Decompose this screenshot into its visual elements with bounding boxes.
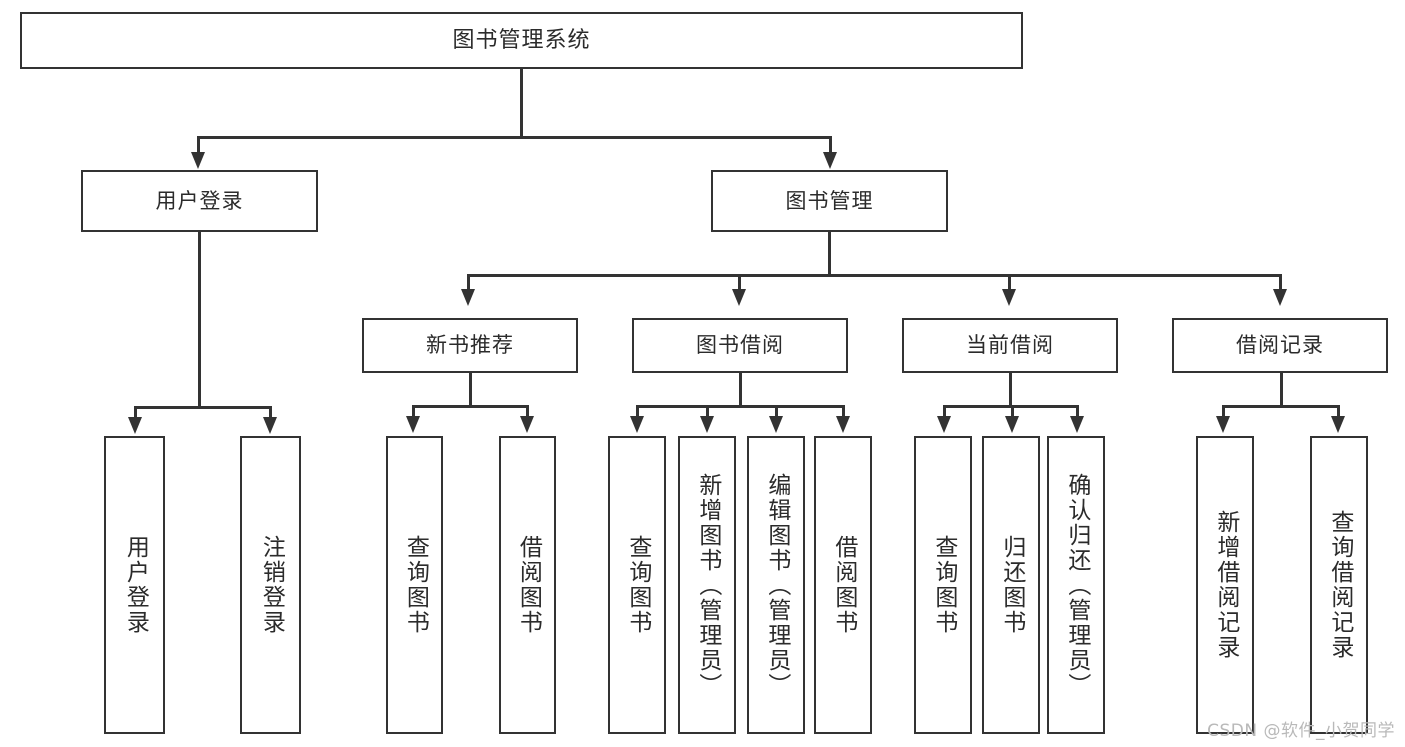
leaf-book-borrow-0[interactable]: 查询图书 — [608, 436, 666, 734]
leaf-new-book-1-label: 借阅图书 — [515, 535, 542, 635]
connector-book-manage-stem — [828, 232, 831, 276]
arrow-br-leaf-1 — [1331, 416, 1345, 433]
connector-drop-ul-leaf-1 — [269, 406, 272, 418]
leaf-book-borrow-1[interactable]: 新增图书（管理员） — [678, 436, 736, 734]
arrow-user-login — [191, 152, 205, 169]
arrow-cb-leaf-2 — [1070, 416, 1084, 433]
node-root[interactable]: 图书管理系统 — [20, 12, 1023, 69]
connector-drop-bb-leaf-2 — [775, 405, 778, 417]
connector-drop-br-leaf-0 — [1222, 405, 1225, 417]
leaf-new-book-1[interactable]: 借阅图书 — [499, 436, 556, 734]
connector-drop-cb-leaf-1 — [1011, 405, 1014, 417]
connector-drop-br-leaf-1 — [1337, 405, 1340, 417]
connector-borrow-record-bus — [1222, 405, 1339, 408]
node-book-manage-label: 图书管理 — [785, 188, 874, 213]
leaf-new-book-0[interactable]: 查询图书 — [386, 436, 443, 734]
leaf-user-login-0-label: 用户登录 — [122, 535, 149, 635]
leaf-book-borrow-3-label: 借阅图书 — [830, 535, 857, 635]
node-book-borrow-label: 图书借阅 — [696, 333, 784, 358]
leaf-book-borrow-3[interactable]: 借阅图书 — [814, 436, 872, 734]
connector-drop-nb-leaf-0 — [412, 405, 415, 417]
connector-level2-bus — [197, 136, 831, 139]
connector-book-borrow-stem — [739, 373, 742, 407]
connector-drop-borrow-record — [1279, 274, 1282, 290]
leaf-current-borrow-2-label: 确认归还（管理员） — [1063, 472, 1090, 698]
leaf-borrow-record-1-label: 查询借阅记录 — [1326, 510, 1353, 660]
connector-drop-current-borrow — [1008, 274, 1011, 290]
node-borrow-record-label: 借阅记录 — [1236, 333, 1324, 358]
connector-drop-bb-leaf-3 — [842, 405, 845, 417]
connector-drop-nb-leaf-1 — [526, 405, 529, 417]
connector-root-stem — [520, 69, 523, 137]
connector-current-borrow-bus — [943, 405, 1077, 408]
arrow-nb-leaf-1 — [520, 416, 534, 433]
connector-drop-bb-leaf-0 — [636, 405, 639, 417]
connector-new-book-bus — [412, 405, 528, 408]
connector-drop-cb-leaf-2 — [1076, 405, 1079, 417]
leaf-current-borrow-0-label: 查询图书 — [930, 535, 957, 635]
leaf-current-borrow-2[interactable]: 确认归还（管理员） — [1047, 436, 1105, 734]
arrow-nb-leaf-0 — [406, 416, 420, 433]
node-new-book-label: 新书推荐 — [426, 333, 514, 358]
node-book-manage[interactable]: 图书管理 — [711, 170, 948, 232]
connector-book-borrow-bus — [636, 405, 844, 408]
arrow-ul-leaf-0 — [128, 417, 142, 434]
arrow-bb-leaf-1 — [700, 416, 714, 433]
connector-drop-new-book — [467, 274, 470, 290]
leaf-book-borrow-1-label: 新增图书（管理员） — [694, 472, 721, 698]
connector-borrow-record-stem — [1280, 373, 1283, 407]
node-root-label: 图书管理系统 — [452, 27, 591, 53]
leaf-book-borrow-0-label: 查询图书 — [624, 535, 651, 635]
connector-drop-book-manage — [829, 136, 832, 154]
node-current-borrow-label: 当前借阅 — [966, 333, 1054, 358]
connector-user-login-bus — [134, 406, 271, 409]
arrow-bb-leaf-0 — [630, 416, 644, 433]
leaf-borrow-record-0[interactable]: 新增借阅记录 — [1196, 436, 1254, 734]
arrow-bb-leaf-2 — [769, 416, 783, 433]
leaf-current-borrow-1-label: 归还图书 — [998, 535, 1025, 635]
connector-new-book-stem — [469, 373, 472, 407]
arrow-current-borrow — [1002, 289, 1016, 306]
node-borrow-record[interactable]: 借阅记录 — [1172, 318, 1388, 373]
node-current-borrow[interactable]: 当前借阅 — [902, 318, 1118, 373]
connector-current-borrow-stem — [1009, 373, 1012, 407]
arrow-br-leaf-0 — [1216, 416, 1230, 433]
leaf-current-borrow-0[interactable]: 查询图书 — [914, 436, 972, 734]
leaf-user-login-0[interactable]: 用户登录 — [104, 436, 165, 734]
arrow-new-book — [461, 289, 475, 306]
leaf-new-book-0-label: 查询图书 — [402, 535, 429, 635]
connector-user-login-stem — [198, 232, 201, 408]
node-user-login[interactable]: 用户登录 — [81, 170, 318, 232]
arrow-cb-leaf-1 — [1005, 416, 1019, 433]
node-new-book[interactable]: 新书推荐 — [362, 318, 578, 373]
connector-drop-ul-leaf-0 — [134, 406, 137, 418]
leaf-borrow-record-1[interactable]: 查询借阅记录 — [1310, 436, 1368, 734]
connector-drop-user-login — [197, 136, 200, 154]
arrow-cb-leaf-0 — [937, 416, 951, 433]
node-book-borrow[interactable]: 图书借阅 — [632, 318, 848, 373]
arrow-bb-leaf-3 — [836, 416, 850, 433]
arrow-ul-leaf-1 — [263, 417, 277, 434]
leaf-book-borrow-2[interactable]: 编辑图书（管理员） — [747, 436, 805, 734]
connector-drop-cb-leaf-0 — [943, 405, 946, 417]
arrow-book-manage — [823, 152, 837, 169]
leaf-user-login-1-label: 注销登录 — [258, 535, 285, 635]
connector-level3-bus — [467, 274, 1280, 277]
connector-drop-book-borrow — [738, 274, 741, 290]
leaf-book-borrow-2-label: 编辑图书（管理员） — [763, 472, 790, 698]
connector-drop-bb-leaf-1 — [706, 405, 709, 417]
leaf-current-borrow-1[interactable]: 归还图书 — [982, 436, 1040, 734]
arrow-borrow-record — [1273, 289, 1287, 306]
arrow-book-borrow — [732, 289, 746, 306]
node-user-login-label: 用户登录 — [155, 188, 244, 213]
leaf-user-login-1[interactable]: 注销登录 — [240, 436, 301, 734]
leaf-borrow-record-0-label: 新增借阅记录 — [1212, 510, 1239, 660]
